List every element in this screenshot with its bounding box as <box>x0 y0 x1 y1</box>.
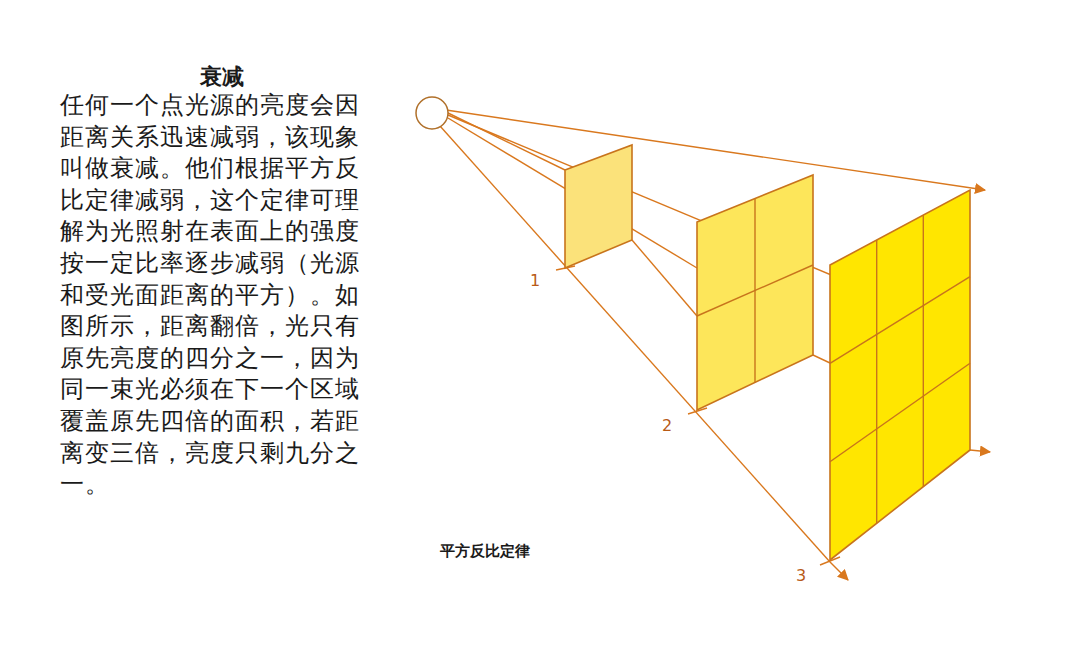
heading: 衰减 <box>200 62 244 92</box>
callout-number: 1 <box>530 271 540 290</box>
body-paragraph: 任何一个点光源的亮度会因距离关系迅速减弱，该现象叫做衰减。他们根据平方反比定律减… <box>60 90 366 501</box>
callout-number: 3 <box>796 566 806 585</box>
callout-number: 2 <box>662 416 672 435</box>
figure-caption: 平方反比定律 <box>440 542 530 561</box>
